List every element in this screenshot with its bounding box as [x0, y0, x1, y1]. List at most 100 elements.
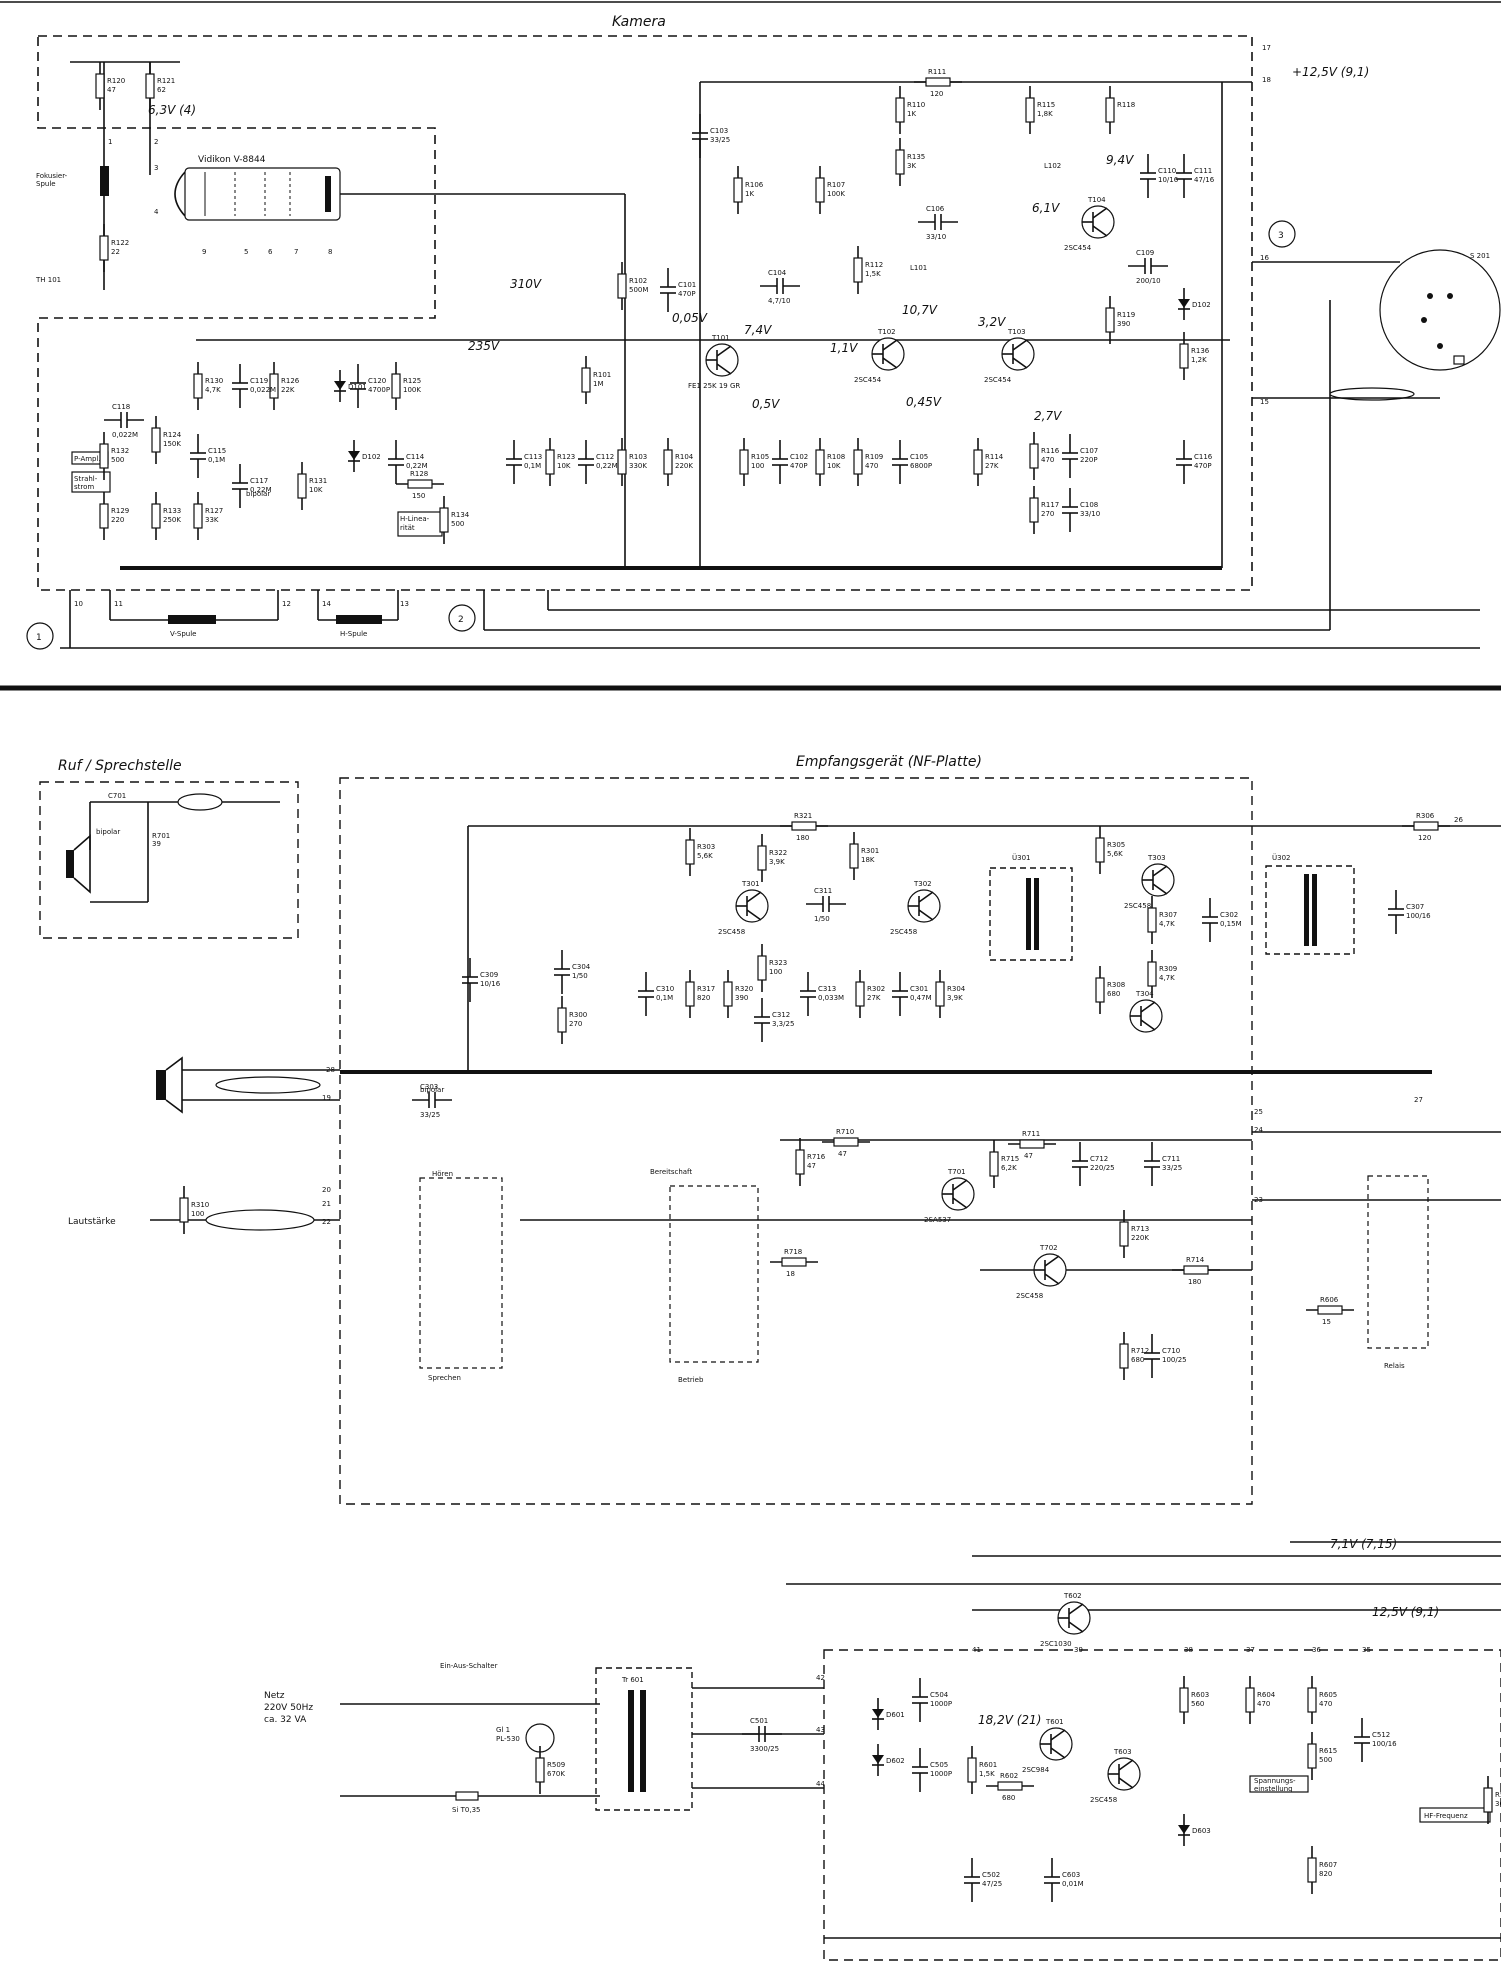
resistor-value: 390: [1117, 320, 1130, 328]
capacitor-ref: C112: [596, 453, 614, 461]
resistor-value: 15: [1322, 1318, 1331, 1326]
resistor-ref: R122: [111, 239, 129, 247]
capacitor-c501: C501 3300/25: [742, 1717, 782, 1753]
pin-21: 21: [322, 1200, 331, 1208]
resistor-value: 1,5K: [865, 270, 881, 278]
resistor-ref: R134: [451, 511, 470, 519]
inductor-ref: L101: [910, 264, 927, 272]
capacitor-ref: C118: [112, 403, 130, 411]
capacitor-value: 220P: [1080, 456, 1098, 464]
resistor-value: 47: [807, 1162, 816, 1170]
focus-coil-label-2: Spule: [36, 180, 56, 188]
pin-22: 22: [322, 1218, 331, 1226]
resistor-ref: R133: [163, 507, 181, 515]
resistor-ref: R716: [807, 1153, 826, 1161]
h-linearity-label-2: rität: [400, 524, 415, 532]
diode-d102: D102: [1178, 288, 1211, 320]
diode-ref: D102: [362, 453, 381, 461]
resistor-ref: R308: [1107, 981, 1125, 989]
resistor-value: 270: [569, 1020, 582, 1028]
transistor-type: 2SC458: [1090, 1796, 1117, 1804]
resistor-ref: R108: [827, 453, 845, 461]
resistor-ref: R127: [205, 507, 223, 515]
capacitor-ref: C504: [930, 1691, 949, 1699]
resistor-ref: R106: [745, 181, 764, 189]
capacitor-value: 0,15M: [1220, 920, 1242, 928]
resistor-ref: R126: [281, 377, 300, 385]
capacitor-value: 3300/25: [750, 1745, 779, 1753]
resistor-value: 6,2K: [1001, 1164, 1017, 1172]
pin-27: 27: [1414, 1096, 1423, 1104]
resistor-value: 220K: [675, 462, 693, 470]
resistor-ref: R520: [1495, 1791, 1501, 1799]
resistor-ref: R321: [794, 812, 812, 820]
bereitschaft-label: Bereitschaft: [650, 1168, 692, 1176]
volt-12-5-top: +12,5V (9,1): [1292, 65, 1369, 79]
capacitor-ref: C310: [656, 985, 674, 993]
resistor-ref: R320: [735, 985, 753, 993]
fuse-label: Si T0,35: [452, 1806, 480, 1814]
capacitor-ref: C710: [1162, 1347, 1180, 1355]
r701-label: R701: [152, 832, 170, 840]
pin-26: 26: [1454, 816, 1463, 824]
capacitor-value: 10/16: [1158, 176, 1179, 184]
capacitor-ref: C106: [926, 205, 945, 213]
capacitor-value: 0,022M: [250, 386, 276, 394]
capacitor-ref: C117: [250, 477, 268, 485]
capacitor-value: 47/16: [1194, 176, 1215, 184]
resistor-ref: R115: [1037, 101, 1055, 109]
capacitor-ref: C501: [750, 1717, 768, 1725]
resistor-value: 150K: [163, 440, 181, 448]
s201-label: S 201: [1470, 252, 1490, 260]
resistor-value: 1,8K: [1037, 110, 1053, 118]
transformer-u302: Ü302: [1265, 853, 1355, 955]
resistor-ref: R128: [410, 470, 428, 478]
resistor-value: 680: [1107, 990, 1120, 998]
resistor-value: 500: [451, 520, 464, 528]
resistor-ref: R604: [1257, 1691, 1276, 1699]
resistor-value: 27K: [867, 994, 881, 1002]
volt-0-45: 0,45V: [906, 395, 942, 409]
resistor-ref: R713: [1131, 1225, 1149, 1233]
u301-label: Ü301: [1012, 853, 1030, 862]
transistor-ref: T101: [711, 334, 730, 342]
volt-310: 310V: [510, 277, 542, 291]
resistor-value: 560: [1191, 1700, 1204, 1708]
capacitor-ref: C115: [208, 447, 226, 455]
pin-44: 44: [816, 1780, 825, 1788]
capacitor-ref: C104: [768, 269, 787, 277]
resistor-ref: R603: [1191, 1691, 1209, 1699]
transistor-ref: T702: [1039, 1244, 1058, 1252]
socket-s201: S 201: [1379, 249, 1501, 371]
capacitor-value: 1/50: [814, 915, 830, 923]
resistor-value: 4,7K: [1159, 920, 1175, 928]
tr601-label: Tr 601: [621, 1676, 644, 1684]
capacitor-ref: C312: [772, 1011, 790, 1019]
pin-6: 6: [268, 248, 273, 256]
v-coil-label: V-Spule: [170, 630, 196, 638]
pin-13: 13: [400, 600, 409, 608]
